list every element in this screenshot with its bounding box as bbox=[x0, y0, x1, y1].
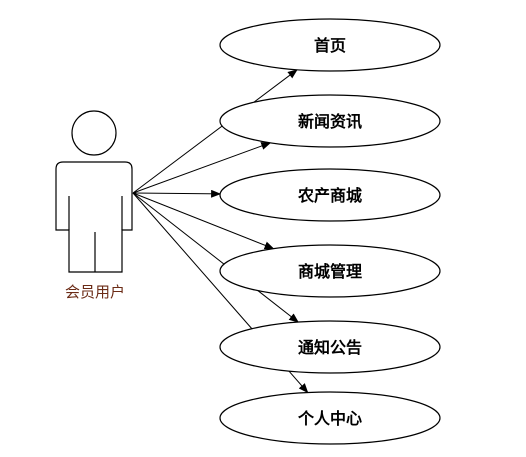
use-case-personal-center[interactable]: 个人中心 bbox=[219, 391, 441, 445]
use-case-ellipse bbox=[219, 168, 441, 222]
use-case-label: 通知公告 bbox=[298, 338, 362, 357]
use-case-label: 新闻资讯 bbox=[298, 112, 362, 131]
use-case-news[interactable]: 新闻资讯 bbox=[219, 94, 441, 148]
use-case-label: 个人中心 bbox=[297, 409, 362, 428]
use-case-ellipse bbox=[219, 244, 441, 298]
association-arrow-4 bbox=[132, 192, 275, 250]
use-case-announcements[interactable]: 通知公告 bbox=[219, 320, 441, 374]
use-case-list: 首页 新闻资讯 农产商城 商城管理 通知公告 个人中心 bbox=[219, 18, 441, 445]
use-case-ellipse bbox=[219, 94, 441, 148]
use-case-label: 商城管理 bbox=[298, 262, 362, 281]
use-case-ellipse bbox=[219, 18, 441, 72]
actor-body bbox=[55, 161, 133, 273]
association-arrow-3 bbox=[132, 189, 222, 198]
association-arrow-2 bbox=[132, 142, 272, 194]
use-case-ellipse bbox=[219, 320, 441, 374]
use-case-label: 农产商城 bbox=[297, 186, 362, 205]
use-case-home[interactable]: 首页 bbox=[219, 18, 441, 72]
use-case-ellipse bbox=[219, 391, 441, 445]
association-arrow-1 bbox=[132, 69, 298, 194]
use-case-farm-mall[interactable]: 农产商城 bbox=[219, 168, 441, 222]
actor-label: 会员用户 bbox=[65, 283, 125, 301]
association-arrow-5 bbox=[132, 192, 299, 323]
use-case-label: 首页 bbox=[314, 36, 346, 55]
actor-member-user[interactable]: 会员用户 bbox=[55, 110, 133, 301]
actor-head bbox=[71, 110, 117, 156]
use-case-mall-management[interactable]: 商城管理 bbox=[219, 244, 441, 298]
